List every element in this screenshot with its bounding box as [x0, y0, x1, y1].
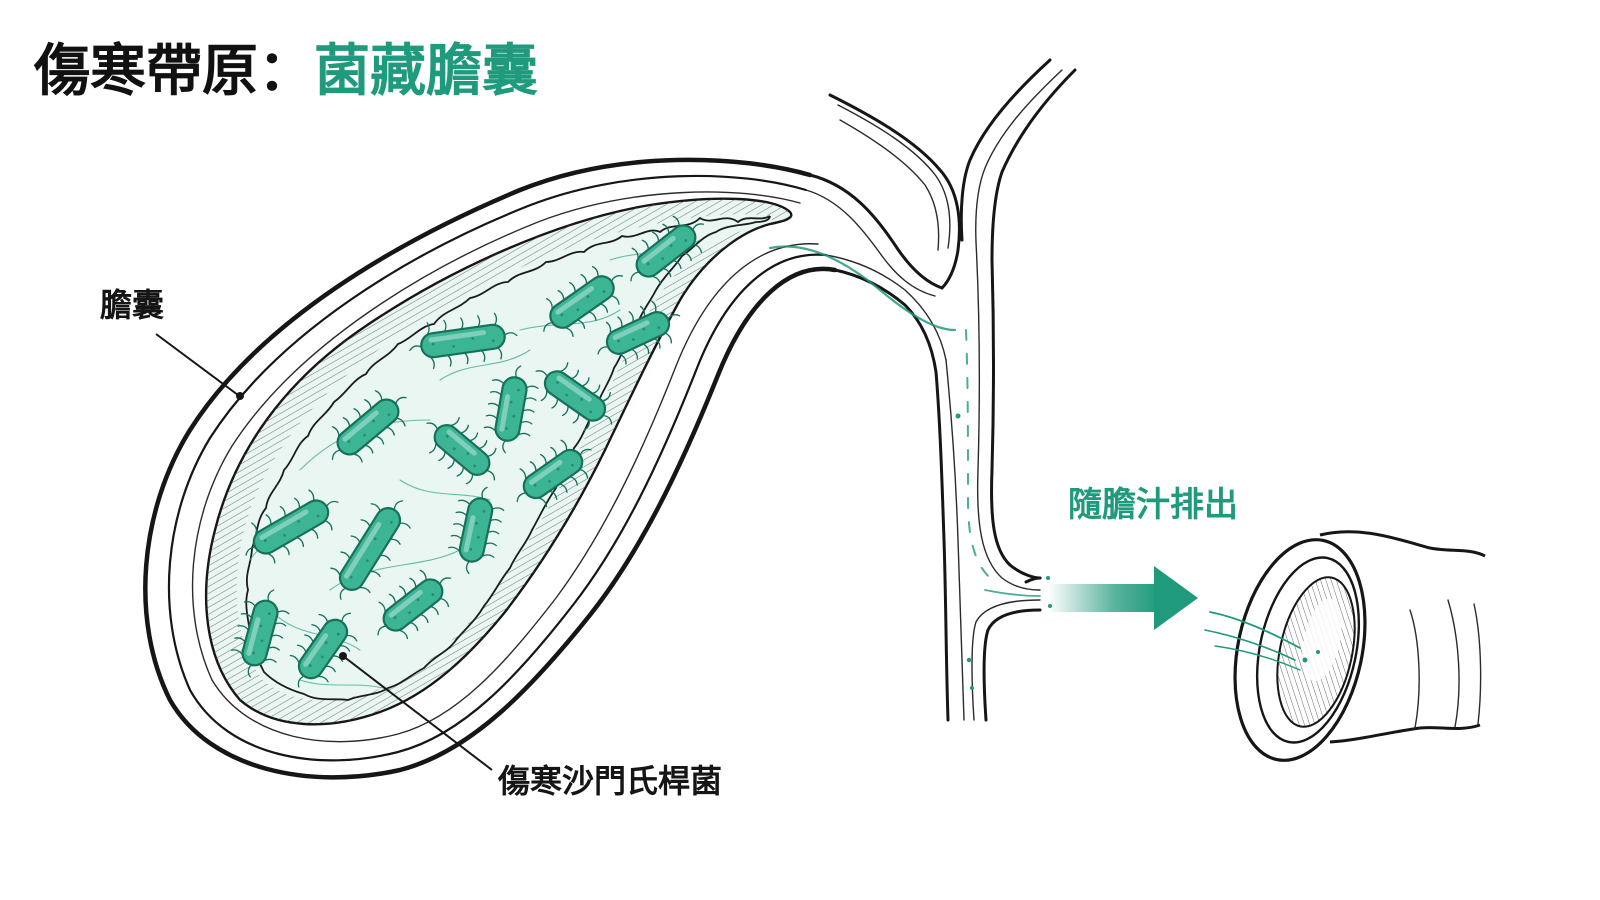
bacterium — [543, 265, 624, 337]
common-bile-duct-left — [934, 370, 950, 722]
duct-outlet-bottom-inner — [971, 599, 1041, 721]
right-hepatic-duct-outer — [959, 58, 1052, 242]
cystic-duct-top — [808, 173, 944, 290]
page-title: 傷寒帶原：菌藏膽囊 — [33, 39, 538, 104]
intestine-fold-3 — [1473, 603, 1482, 725]
bacterium — [289, 612, 358, 688]
common-bile-duct-right — [990, 258, 1042, 580]
gallbladder-outer-wall — [143, 157, 838, 780]
gallbladder-muscle-line — [191, 191, 819, 743]
bacterium — [535, 362, 613, 431]
gallbladder-wall-line — [167, 174, 828, 762]
arrow-right-icon — [1154, 566, 1198, 630]
callout-bacteria — [339, 652, 493, 771]
right-hepatic-duct-outer2 — [990, 68, 1077, 262]
cystic-duct-top-inner — [805, 189, 936, 297]
bacterium — [245, 489, 339, 564]
flow-arrow — [1048, 566, 1198, 630]
flow-arrow-shaft — [1048, 584, 1160, 612]
bile-ducts — [768, 58, 1077, 722]
title-highlight: 菌藏膽囊 — [314, 39, 538, 104]
bacterium — [409, 312, 518, 370]
bacterium — [331, 390, 407, 463]
intestine-fold-2 — [1447, 599, 1460, 728]
duct-outlet-top — [1024, 576, 1042, 584]
title-prefix: 傷寒帶原： — [33, 39, 314, 104]
intestine-body — [1319, 530, 1486, 744]
cystic-duct-bottom — [833, 268, 938, 374]
common-bile-duct-left-inner — [945, 359, 965, 721]
duct-outlet-bottom — [982, 608, 1042, 722]
bacterium — [448, 486, 505, 575]
intestine-opening-ring — [1255, 556, 1361, 744]
label-excretion: 隨膽汁排出 — [1068, 485, 1238, 525]
bacterium — [597, 300, 681, 365]
bacteria-cluster — [230, 215, 705, 688]
bile-streak-1 — [1209, 611, 1301, 649]
common-bile-duct-right-inner — [975, 241, 1041, 591]
bacterium — [330, 500, 411, 600]
bacterium — [630, 215, 705, 286]
bacterium — [377, 569, 452, 640]
right-hepatic-duct-inner — [975, 69, 1063, 243]
intestine-fold-1 — [1409, 609, 1420, 729]
label-gallbladder: 膽囊 — [100, 286, 164, 324]
label-bacteria: 傷寒沙門氏桿菌 — [497, 762, 722, 800]
left-hepatic-duct-inner2 — [839, 119, 940, 251]
bile-streak-2 — [1204, 629, 1296, 661]
bile-flow-outlet — [984, 589, 1041, 597]
left-hepatic-duct-outer — [828, 93, 961, 290]
bacterium — [483, 365, 539, 454]
cystic-duct-bottom-inner — [825, 254, 947, 361]
intestine — [1204, 530, 1486, 762]
bile-streak-3 — [1214, 645, 1301, 671]
gallbladder — [143, 157, 838, 780]
bacterium — [516, 439, 592, 508]
bile-flow-line — [768, 245, 957, 332]
bacterium — [426, 416, 497, 485]
left-hepatic-duct-inner — [837, 104, 951, 249]
callout-gallbladder — [155, 333, 244, 400]
bacterium — [230, 589, 290, 678]
